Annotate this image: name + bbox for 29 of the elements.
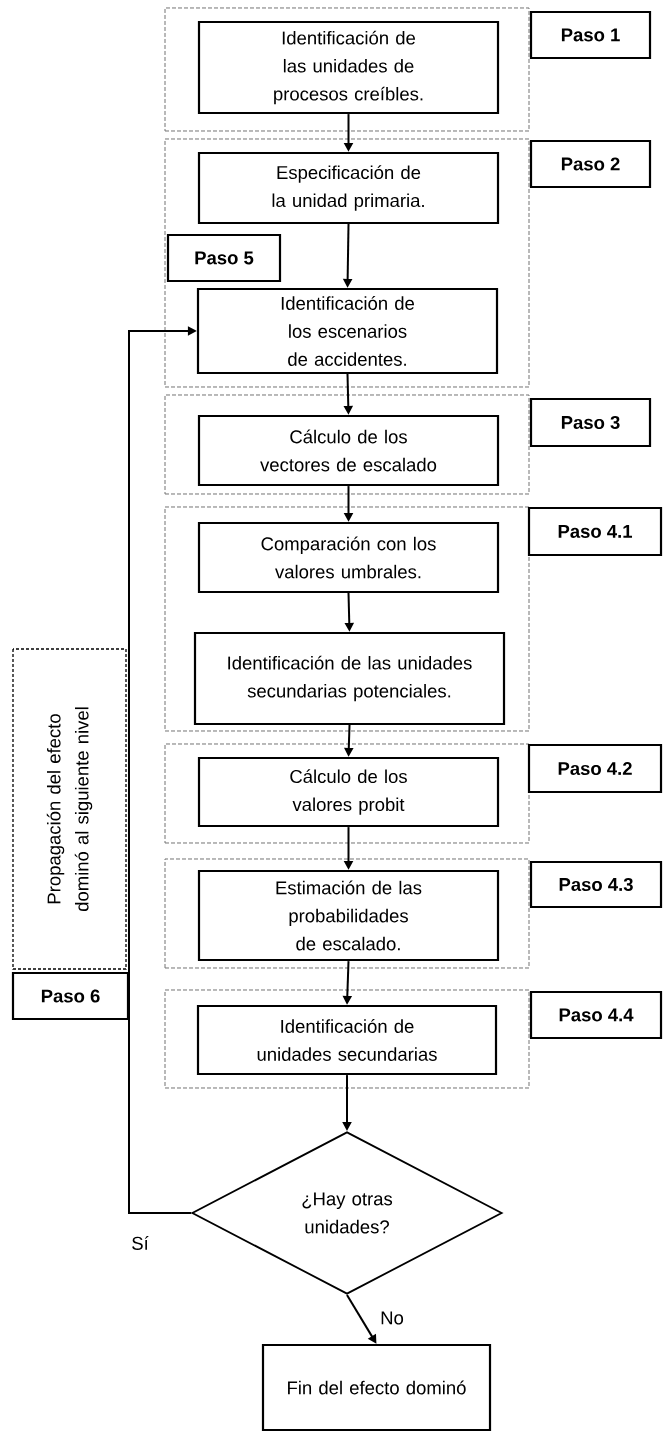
process-box: Estimación de las probabilidades de escalado. [197,869,500,962]
edge-label: Sí [130,1235,150,1251]
process-box: Cálculo de los valores probit [197,756,500,828]
propagation-box: Propagación del efecto dominó al siguiente nivel [12,648,127,970]
process-box: Comparación con los valores umbrales. [197,521,500,594]
step-label-box: Paso 6 [11,971,130,1021]
step-label-box: Paso 4.1 [527,506,663,557]
step-label-box: Paso 4.4 [529,990,663,1040]
step-label-box: Paso 4.3 [529,860,663,909]
step-label-box: Paso 4.2 [527,743,663,794]
process-box: Fin del efecto dominó [261,1343,492,1432]
group-frame [164,989,530,1089]
edge-label: No [379,1310,405,1326]
group-frame [164,394,530,495]
step-label-box: Paso 2 [529,139,652,189]
process-box: Identificación de las unidades de procesos creíbles. [197,20,500,115]
group-frame [164,7,530,132]
step-label-box: Paso 3 [529,397,652,448]
group-frame [164,743,530,844]
step-label-box: Paso 1 [529,10,652,60]
process-box: Identificación de los escenarios de accidentes. [196,287,499,375]
process-box: Especificación de la unidad primaria. [197,151,500,225]
process-box: Identificación de unidades secundarias [196,1004,498,1076]
step-label-box: Paso 5 [166,233,282,283]
process-box: Cálculo de los vectores de escalado [197,414,500,487]
group-frame [164,138,530,388]
group-frame [164,506,530,732]
process-box: Identificación de las unidades secundarias potenciales. [193,631,506,726]
group-frame [164,858,530,969]
